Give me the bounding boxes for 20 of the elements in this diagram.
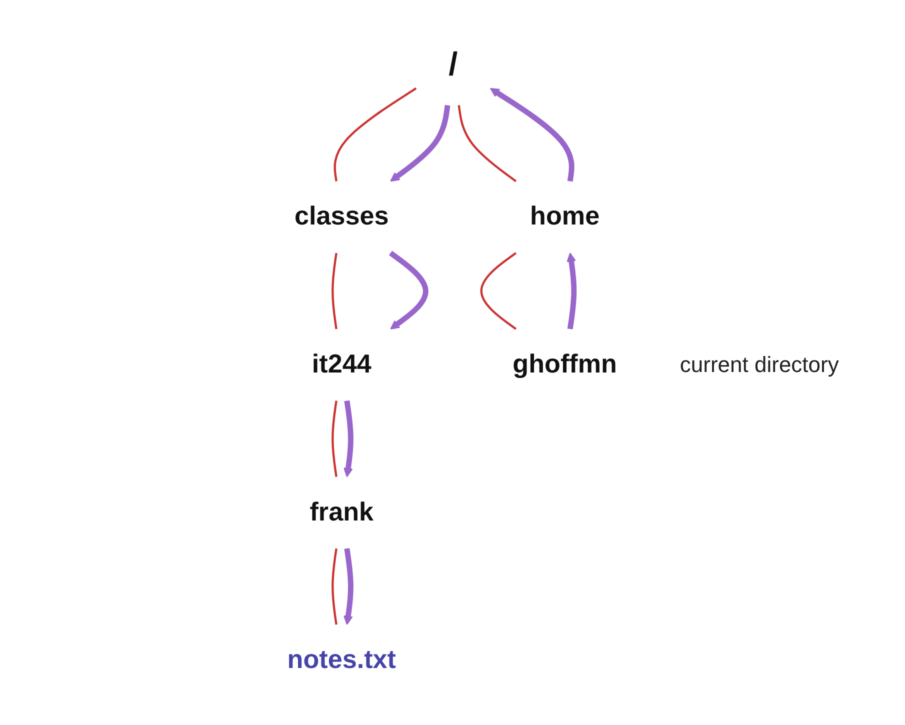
navigation-arrow <box>389 250 429 330</box>
tree-line <box>332 400 338 477</box>
tree-line <box>458 105 517 182</box>
navigation-arrow <box>490 88 575 182</box>
folder-name: frank <box>310 497 374 527</box>
navigation-arrow <box>344 400 354 478</box>
tree-line <box>334 87 418 182</box>
node-note: current directory <box>680 352 839 378</box>
navigation-arrow <box>390 104 451 182</box>
tree-line <box>480 252 517 330</box>
folder-name: notes.txt <box>288 645 396 675</box>
navigation-arrow <box>566 252 577 330</box>
folder-name: it244 <box>312 350 372 380</box>
folder-name: home <box>530 202 600 232</box>
folder-name: / <box>449 46 458 82</box>
tree-line <box>332 548 338 625</box>
folder-name: classes <box>294 202 390 232</box>
tree-line <box>332 252 338 330</box>
navigation-arrow <box>344 548 354 626</box>
folder-name: ghoffmn <box>513 350 618 380</box>
